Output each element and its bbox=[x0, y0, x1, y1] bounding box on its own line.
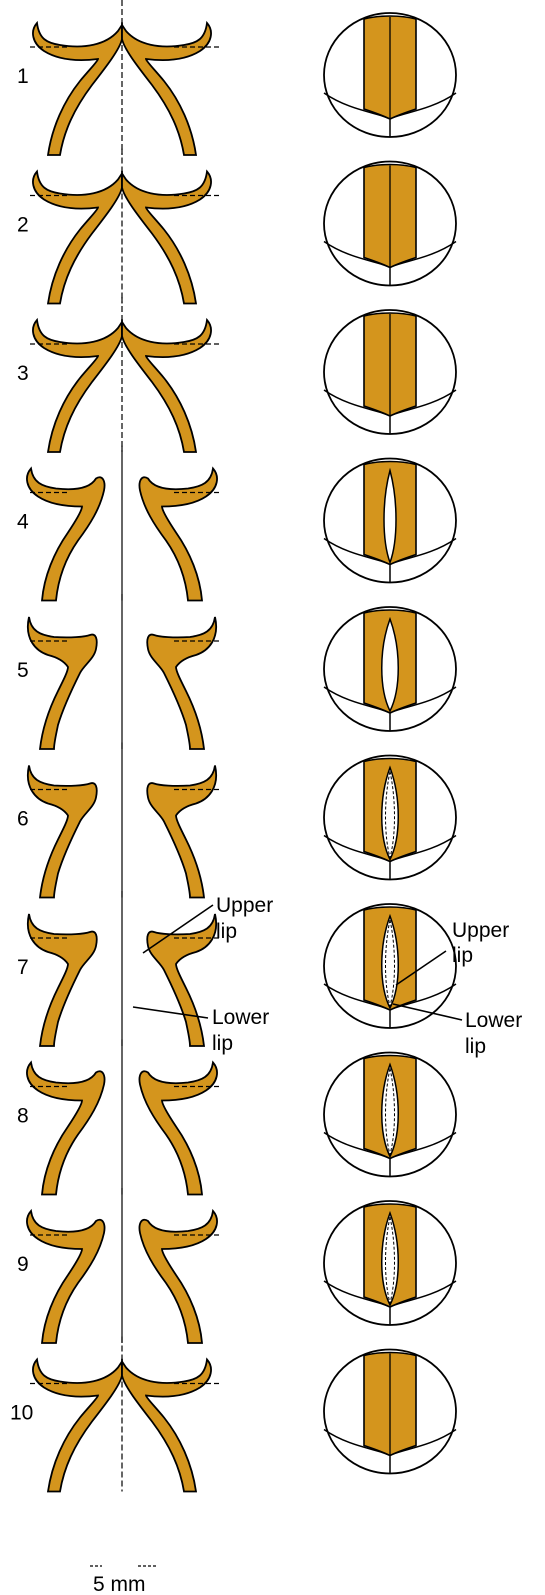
lower-lip-leader-side bbox=[132, 1006, 209, 1019]
side-view-6 bbox=[26, 742, 222, 899]
side-view-8 bbox=[26, 1039, 222, 1196]
vocal-fold-right bbox=[138, 466, 218, 602]
side-view-5 bbox=[26, 594, 222, 750]
panel-number-7: 7 bbox=[17, 956, 29, 979]
panel-number-4: 4 bbox=[17, 511, 29, 534]
side-view-3 bbox=[30, 297, 222, 453]
vocal-fold-left bbox=[32, 317, 123, 453]
vocal-fold-left bbox=[32, 169, 123, 305]
side-view-7 bbox=[26, 891, 222, 1047]
lower-lip-label-side: Lower bbox=[212, 1006, 269, 1029]
vocal-fold-left bbox=[26, 913, 98, 1047]
glottal-opening bbox=[381, 1062, 399, 1159]
vocal-fold-right bbox=[121, 20, 212, 156]
vocal-fold-right bbox=[146, 616, 218, 750]
front-view-8 bbox=[323, 1051, 457, 1178]
vocal-fold-right bbox=[138, 1060, 218, 1196]
panel-number-2: 2 bbox=[17, 214, 29, 237]
vocal-fold-left bbox=[26, 765, 98, 899]
side-view-9 bbox=[26, 1188, 222, 1344]
panel-number-3: 3 bbox=[17, 362, 29, 385]
front-view-5 bbox=[323, 606, 457, 732]
vocal-fold-right bbox=[146, 765, 218, 899]
vocal-fold-right bbox=[138, 1208, 218, 1344]
glottal-opening bbox=[381, 1210, 399, 1307]
vocal-fold-left bbox=[32, 1357, 123, 1493]
vocal-fold-left bbox=[26, 1208, 106, 1344]
upper-lip-label-side-2: lip bbox=[216, 920, 237, 943]
inner-lip-edge bbox=[385, 919, 395, 1008]
panel-number-8: 8 bbox=[17, 1105, 29, 1128]
lower-lip-leader-front bbox=[392, 1003, 463, 1021]
vocal-fold-left bbox=[26, 1060, 106, 1196]
side-view-1 bbox=[30, 0, 222, 156]
front-annotations: Upper lip Lower lip bbox=[392, 919, 522, 1058]
side-view-4 bbox=[26, 445, 222, 602]
vocal-fold-right bbox=[121, 317, 212, 453]
front-view-2 bbox=[323, 160, 457, 287]
scale-bar: 5 mm bbox=[90, 1565, 158, 1595]
upper-lip-leader-side bbox=[142, 904, 214, 954]
side-view-2 bbox=[30, 148, 222, 305]
vocal-fold-left bbox=[32, 20, 123, 156]
vocal-fold-left bbox=[26, 466, 106, 602]
inner-lip-edge bbox=[385, 771, 395, 860]
side-view-10 bbox=[30, 1336, 222, 1493]
inner-lip-edge bbox=[385, 1068, 395, 1157]
panel-number-5: 5 bbox=[17, 659, 29, 682]
panel-number-6: 6 bbox=[17, 808, 29, 831]
glottal-opening bbox=[383, 467, 397, 565]
glottal-opening bbox=[381, 913, 399, 1010]
vocal-fold-right bbox=[121, 1357, 212, 1493]
vocal-fold-right bbox=[146, 913, 218, 1047]
front-view-10 bbox=[323, 1348, 457, 1475]
lower-lip-label-front-2: lip bbox=[465, 1035, 486, 1058]
glottal-opening bbox=[381, 765, 399, 862]
lower-lip-label-side-2: lip bbox=[212, 1032, 233, 1055]
panel-number-9: 9 bbox=[17, 1253, 29, 1276]
upper-lip-label-front: Upper bbox=[452, 919, 509, 942]
vocal-fold-left bbox=[26, 616, 98, 750]
panel-number-1: 1 bbox=[17, 65, 29, 88]
front-view-4 bbox=[323, 457, 457, 584]
upper-lip-label-side: Upper bbox=[216, 894, 273, 917]
lower-lip-label-front: Lower bbox=[465, 1009, 522, 1032]
scale-label: 5 mm bbox=[93, 1573, 146, 1595]
vocal-fold-right bbox=[121, 169, 212, 305]
front-view-3 bbox=[323, 309, 457, 435]
front-view-6 bbox=[323, 754, 457, 881]
upper-lip-label-front-2: lip bbox=[452, 944, 473, 967]
front-view-9 bbox=[323, 1200, 457, 1326]
front-view-7 bbox=[323, 903, 457, 1029]
side-annotations: Upper lip Lower lip bbox=[132, 894, 273, 1055]
inner-lip-edge bbox=[385, 1216, 395, 1305]
upper-lip-leader-front bbox=[395, 950, 447, 986]
front-view-1 bbox=[323, 12, 457, 138]
glottal-opening bbox=[381, 616, 399, 713]
panel-number-10: 10 bbox=[10, 1402, 33, 1425]
